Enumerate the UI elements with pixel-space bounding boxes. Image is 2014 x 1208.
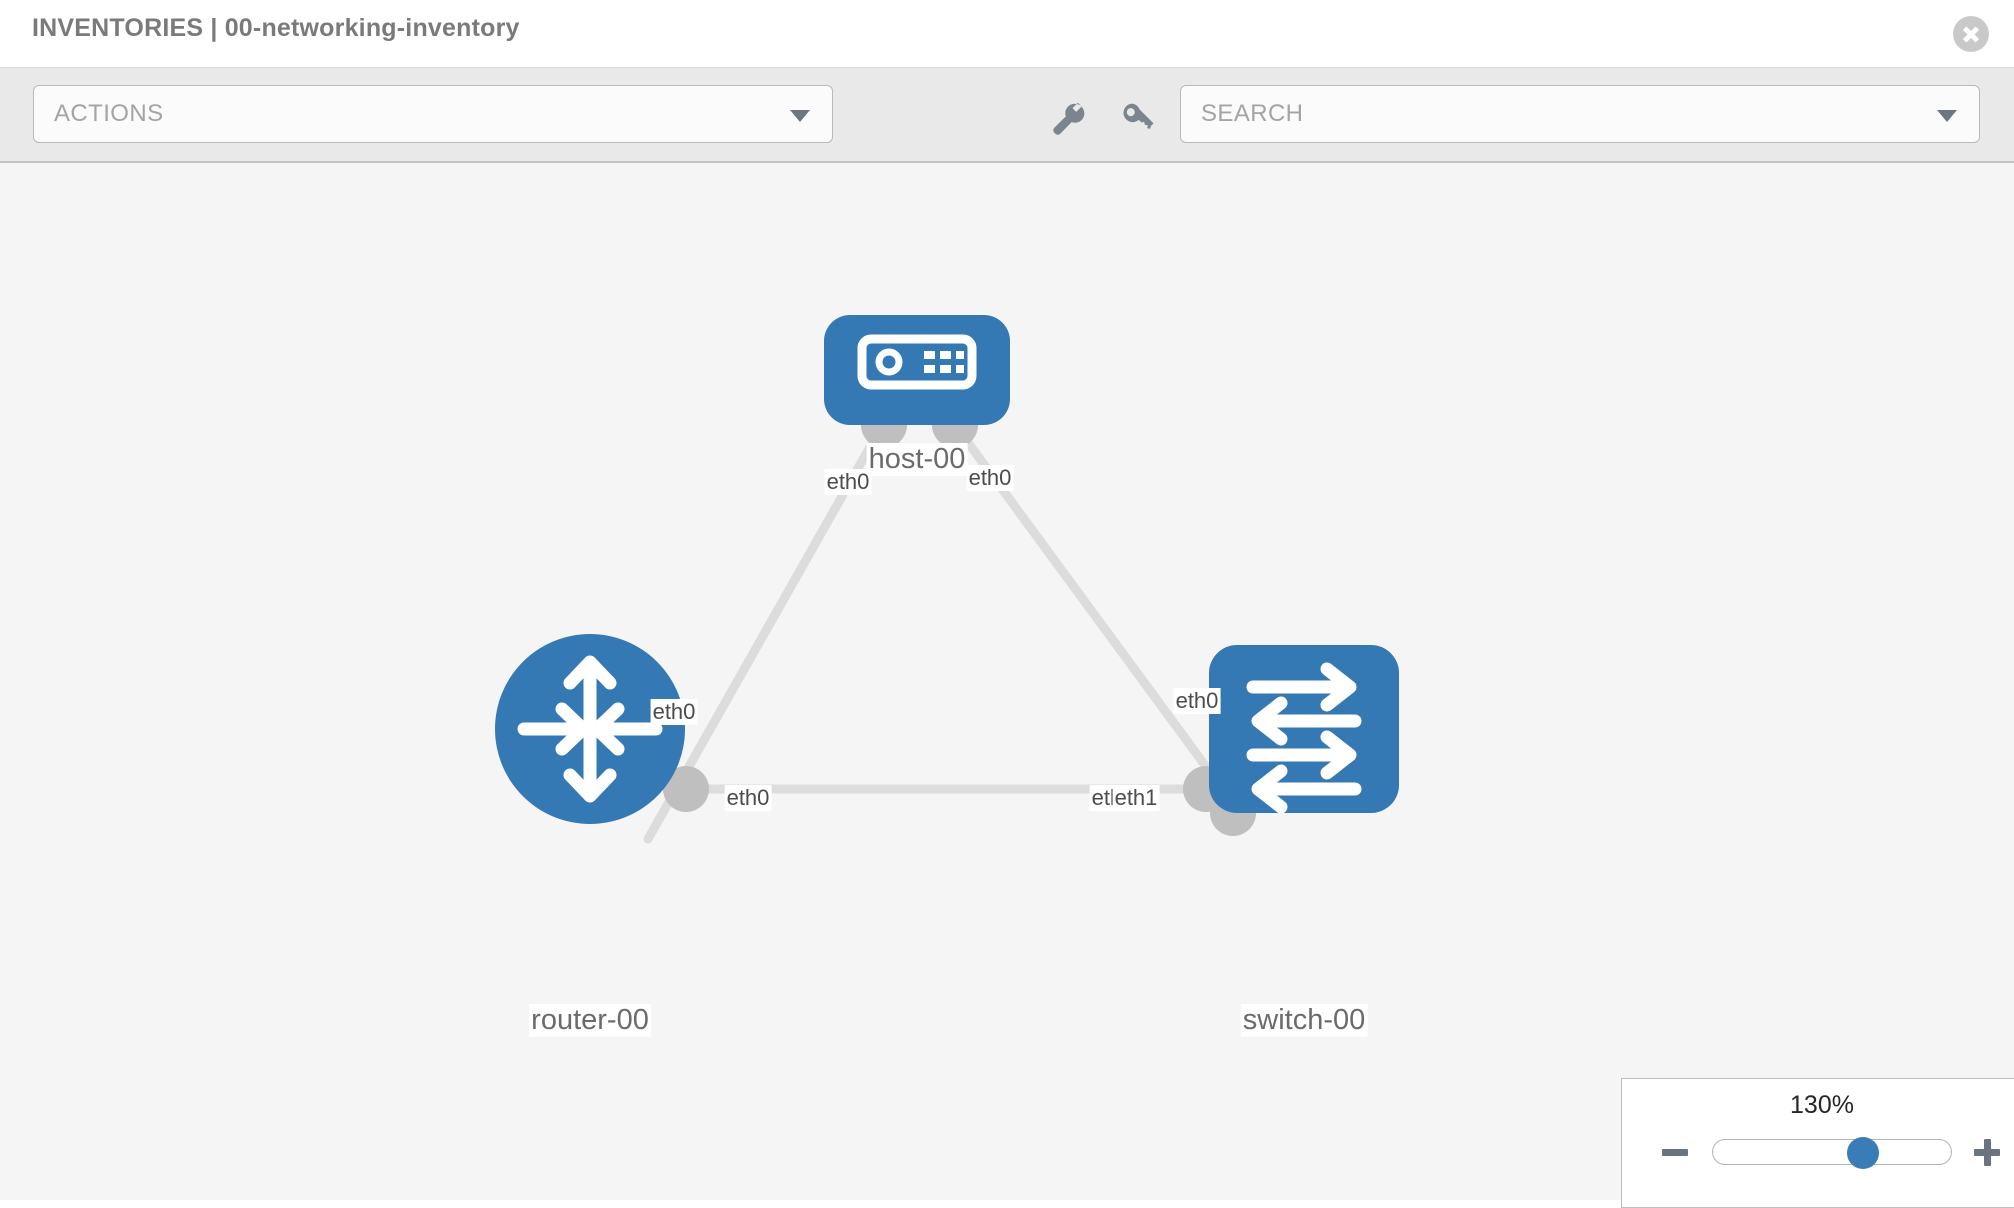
iface-label-host-eth0-right[interactable]: eth0 xyxy=(966,465,1014,491)
toolbar: ACTIONS SEARCH xyxy=(0,68,2014,163)
server-device-icon xyxy=(857,334,977,390)
page-title: INVENTORIES | 00-networking-inventory xyxy=(32,14,520,42)
node-host-00 xyxy=(824,315,1010,425)
key-icon[interactable] xyxy=(1118,98,1160,145)
chevron-down-icon xyxy=(790,110,810,122)
chevron-down-icon xyxy=(1937,110,1957,122)
iface-label-switch-eth0-uplink[interactable]: eth0 xyxy=(1173,688,1221,714)
zoom-slider-row xyxy=(1622,1131,2014,1175)
socket-router-eth0 xyxy=(663,766,709,812)
actions-dropdown-label: ACTIONS xyxy=(54,100,164,127)
iface-label-switch-eth1[interactable]: eth1 xyxy=(1112,785,1160,811)
wrench-icon[interactable] xyxy=(1048,98,1090,145)
node-switch-00 xyxy=(1209,645,1399,814)
zoom-control-panel: 130% xyxy=(1621,1078,2014,1208)
router-arrows-icon xyxy=(517,655,663,803)
iface-label-router-eth0-uplink[interactable]: eth0 xyxy=(650,699,698,725)
search-input[interactable]: SEARCH xyxy=(1201,100,1304,127)
page-header: INVENTORIES | 00-networking-inventory xyxy=(0,0,2014,68)
node-label-router-00[interactable]: router-00 xyxy=(529,1004,651,1037)
close-icon[interactable] xyxy=(1953,16,1989,52)
plus-icon[interactable] xyxy=(1970,1135,2004,1169)
link-host-switch xyxy=(953,424,1245,818)
node-label-switch-00[interactable]: switch-00 xyxy=(1240,1004,1368,1037)
node-router-00 xyxy=(495,634,685,824)
link-layer xyxy=(643,424,1245,844)
search-dropdown[interactable]: SEARCH xyxy=(1180,85,1980,143)
zoom-slider-track[interactable] xyxy=(1712,1137,1952,1169)
minus-icon[interactable] xyxy=(1658,1135,1692,1169)
topology-graph xyxy=(495,315,1399,844)
actions-dropdown[interactable]: ACTIONS xyxy=(33,85,833,143)
iface-label-host-eth0-left[interactable]: eth0 xyxy=(824,469,872,495)
iface-label-router-eth0[interactable]: eth0 xyxy=(724,785,772,811)
topology-canvas[interactable]: host-00 router-00 switch-00 eth0 eth0 et… xyxy=(0,163,2014,1200)
zoom-percent-label: 130% xyxy=(1790,1091,1854,1119)
switch-arrows-icon xyxy=(1246,662,1362,814)
zoom-slider-thumb[interactable] xyxy=(1847,1137,1880,1169)
node-label-host-00[interactable]: host-00 xyxy=(866,443,968,476)
